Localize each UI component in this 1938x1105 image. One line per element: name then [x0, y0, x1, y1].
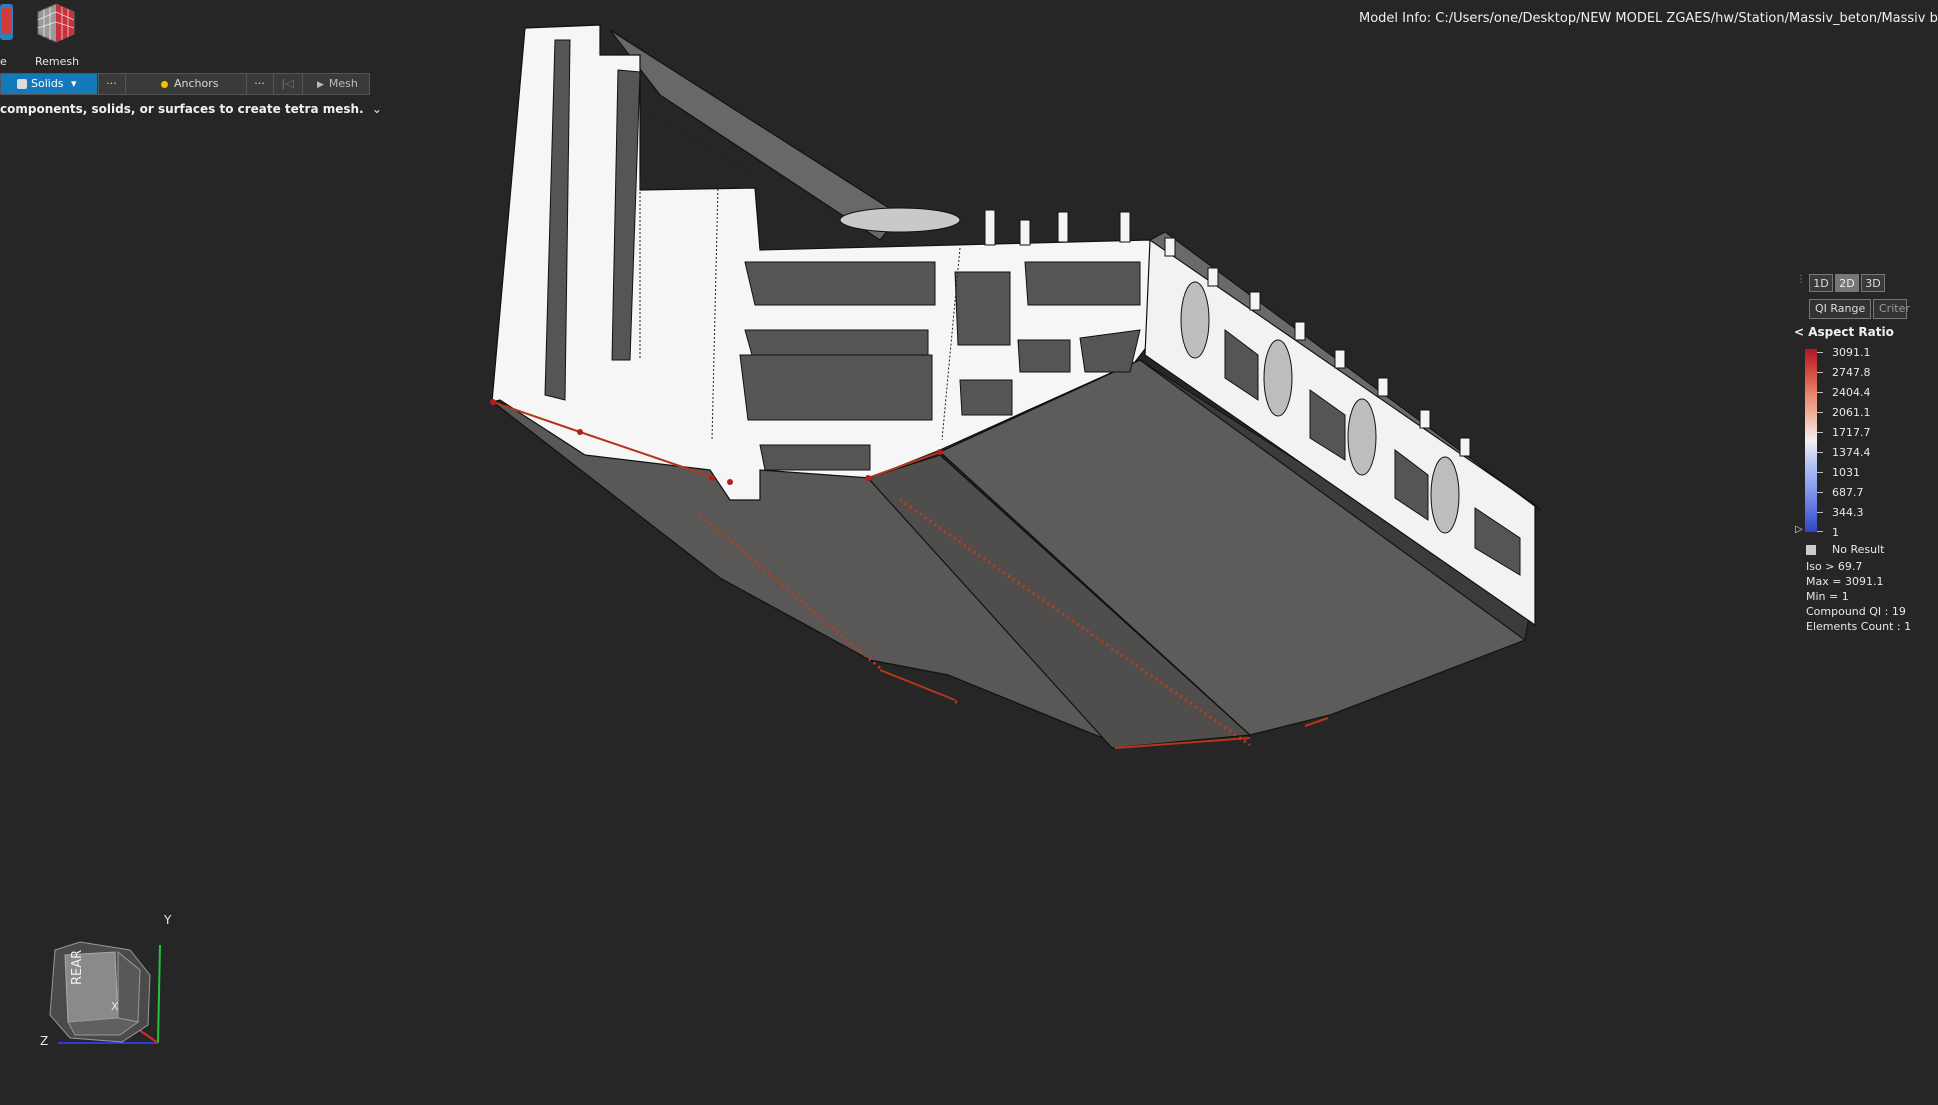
remesh-label[interactable]: Remesh: [35, 55, 80, 68]
no-result-label: No Result: [1832, 543, 1885, 556]
view-cube-face-label[interactable]: REAR: [70, 949, 85, 985]
top-cylinder: [839, 207, 961, 233]
compound-qi: Compound QI : 19: [1806, 605, 1906, 618]
legend-tick: [1817, 472, 1823, 473]
legend-tick: [1817, 452, 1823, 453]
legend-value: 2404.4: [1832, 386, 1871, 399]
anchors-options-button[interactable]: ···: [246, 74, 272, 94]
legend-value: 1: [1832, 526, 1839, 539]
axis-z-label: Z: [40, 1034, 49, 1048]
solids-icon: [17, 79, 27, 89]
elements-count: Elements Count : 1: [1806, 620, 1912, 633]
mesh-button[interactable]: ▶Mesh: [302, 74, 370, 94]
legend-value: 2747.8: [1832, 366, 1871, 379]
back-wall: [609, 29, 901, 241]
legend-tick: [1817, 412, 1823, 413]
skip-back-icon: |◁: [281, 77, 294, 90]
remesh-icon[interactable]: [34, 2, 78, 43]
legend-tick: [1817, 531, 1823, 532]
no-result-swatch: [1806, 545, 1816, 555]
solids-options-button[interactable]: ···: [98, 74, 124, 94]
dim-3d-button[interactable]: 3D: [1861, 274, 1885, 292]
right-rib-top: [1149, 231, 1541, 511]
legend-value: 1717.7: [1832, 426, 1871, 439]
max-value: Max = 3091.1: [1806, 575, 1884, 588]
model-info: Model Info: C:/Users/one/Desktop/NEW MOD…: [1359, 11, 1938, 26]
panel-drag-handle[interactable]: ⋮⋮: [1796, 274, 1816, 285]
guide-hint: components, solids, or surfaces to creat…: [0, 102, 382, 116]
step-back-button[interactable]: |◁: [273, 74, 301, 94]
legend-value: 344.3: [1832, 506, 1864, 519]
threshold-slider-handle[interactable]: ▷: [1795, 524, 1803, 535]
guide-bar: Solids ▾ ··· Anchors ··· |◁ ▶Mesh: [0, 73, 370, 95]
legend-value: 1031: [1832, 466, 1860, 479]
legend-color-bar: [1805, 349, 1817, 532]
legend-value: 2061.1: [1832, 406, 1871, 419]
legend-tick: [1817, 372, 1823, 373]
y-axis-line: [157, 944, 161, 1044]
legend-value: 1374.4: [1832, 446, 1871, 459]
legend-tick: [1817, 392, 1823, 393]
play-icon: ▶: [317, 80, 324, 90]
legend-tick: [1817, 352, 1823, 353]
dim-2d-button[interactable]: 2D: [1835, 274, 1859, 292]
solids-selector[interactable]: Solids ▾: [1, 74, 97, 94]
tool-partial-label: e: [0, 55, 7, 68]
legend-value: 3091.1: [1832, 346, 1871, 359]
min-value: Min = 1: [1806, 590, 1849, 603]
anchors-dot-icon: [161, 80, 168, 88]
tab-criteria[interactable]: Criter: [1873, 299, 1910, 319]
legend-tick: [1817, 432, 1823, 433]
legend-tick: [1817, 492, 1823, 493]
solid-tool-icon[interactable]: [0, 2, 14, 42]
axis-y-label: Y: [164, 913, 172, 927]
dim-1d-button[interactable]: 1D: [1809, 274, 1833, 292]
view-cube[interactable]: [40, 930, 170, 1050]
axis-x-label: X: [111, 1000, 119, 1013]
legend-value: 687.7: [1832, 486, 1864, 499]
chevron-down-icon: ▾: [71, 77, 77, 90]
iso-value: Iso > 69.7: [1806, 560, 1863, 573]
legend-title[interactable]: < Aspect Ratio: [1794, 325, 1894, 339]
expand-hint-icon[interactable]: ⌄: [371, 102, 382, 116]
legend-tick: [1817, 512, 1823, 513]
tab-qi-range[interactable]: QI Range: [1809, 299, 1871, 319]
anchors-selector[interactable]: Anchors: [125, 74, 245, 94]
